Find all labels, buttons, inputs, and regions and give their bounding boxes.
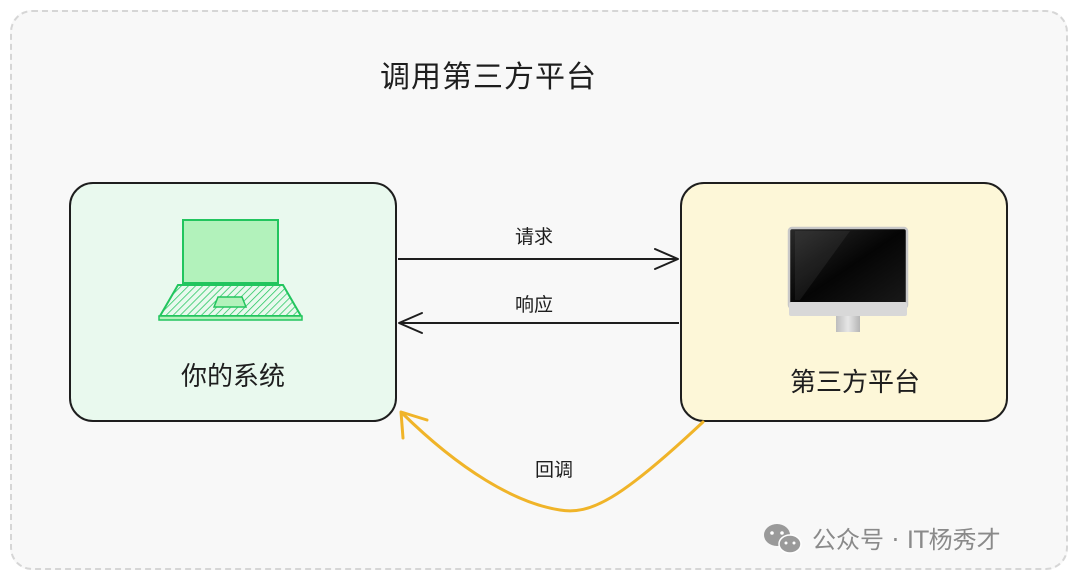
watermark-text: 公众号 · IT杨秀才 <box>812 525 1001 554</box>
node-your-system-label: 你的系统 <box>181 362 286 392</box>
response-label: 响应 <box>515 294 554 316</box>
diagram-title: 调用第三方平台 <box>380 60 597 95</box>
callback-label: 回调 <box>535 459 574 481</box>
laptop-icon <box>158 219 303 321</box>
callback-arrow <box>399 410 705 513</box>
request-label: 请求 <box>515 226 554 248</box>
monitor-icon <box>787 226 909 332</box>
response-arrow <box>398 312 679 334</box>
request-arrow <box>398 248 679 270</box>
node-third-party-label: 第三方平台 <box>790 368 921 398</box>
watermark: 公众号 · IT杨秀才 <box>760 522 1001 554</box>
wechat-icon <box>764 524 802 554</box>
